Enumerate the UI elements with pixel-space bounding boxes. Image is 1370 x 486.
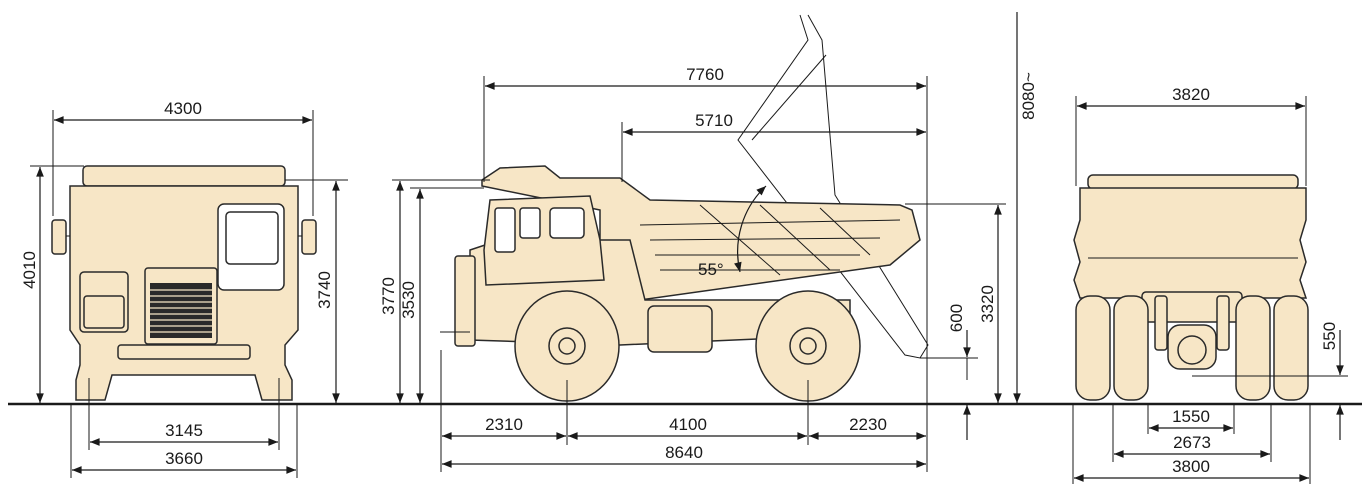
front-mirror-height-label: 3740	[315, 271, 334, 309]
front-wheel	[514, 290, 620, 402]
rear-inner-track-label: 1550	[1172, 407, 1210, 426]
side-tip-height-label: 8080~	[1019, 72, 1038, 120]
dump-angle-label: 55°	[698, 260, 724, 279]
rear-track-label: 2673	[1173, 433, 1211, 452]
overall-length-label: 8640	[665, 443, 703, 462]
side-truck-illustration	[440, 14, 929, 402]
side-body-height-label: 3530	[399, 281, 418, 319]
front-track-label: 3145	[165, 421, 203, 440]
side-rear-height-label: 3320	[978, 285, 997, 323]
front-width-label: 4300	[164, 99, 202, 118]
front-overhang-label: 2310	[485, 415, 523, 434]
side-view: 7760 5710 8080~ 3770 3530 55° 600 3320	[379, 12, 1038, 472]
side-length-label: 7760	[686, 65, 724, 84]
wheelbase-label: 4100	[669, 415, 707, 434]
rear-view: 3820 550 1550 2673 3800	[1072, 85, 1348, 484]
rear-width-label: 3820	[1172, 85, 1210, 104]
rear-truck-illustration	[1073, 174, 1309, 401]
front-height-label: 4010	[20, 251, 39, 289]
rear-wheel	[755, 290, 861, 402]
side-cab-height-label: 3770	[379, 277, 398, 315]
side-clearance-label: 600	[947, 304, 966, 332]
rear-overall-width-label: 3800	[1172, 457, 1210, 476]
front-overall-width-label: 3660	[165, 449, 203, 468]
rear-overhang-label: 2230	[849, 415, 887, 434]
rear-axle-clearance-label: 550	[1320, 322, 1339, 350]
front-truck-illustration	[51, 165, 317, 401]
side-body-length-label: 5710	[695, 111, 733, 130]
front-view: 4300 4010 3740 3145 3660	[20, 99, 348, 478]
